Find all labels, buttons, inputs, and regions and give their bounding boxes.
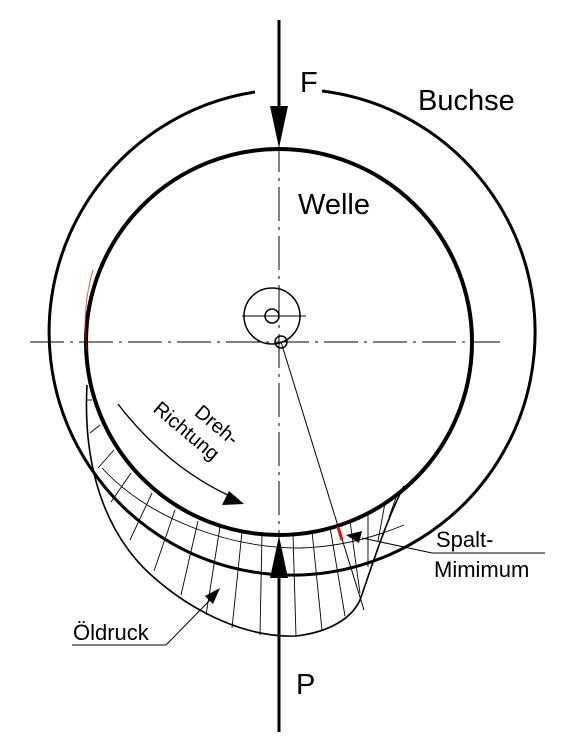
gap-label-line1: Spalt- bbox=[436, 527, 493, 552]
oil-pressure-hatching bbox=[87, 399, 399, 637]
shaft-red-edge bbox=[84, 269, 94, 351]
rotation-arrow-path bbox=[117, 403, 233, 498]
rotation-arrow-head bbox=[222, 491, 244, 505]
gap-leader-line bbox=[361, 537, 433, 554]
gap-label-line2: Mimimum bbox=[434, 557, 529, 582]
oil-pressure-curve bbox=[85, 384, 405, 637]
bushing-label: Buchse bbox=[418, 85, 515, 117]
oil-pressure-label: Öldruck bbox=[73, 620, 150, 645]
oil-leader-line bbox=[165, 597, 213, 646]
force-f-arrow-head bbox=[270, 106, 288, 148]
eccentric-center-mark bbox=[274, 335, 288, 349]
force-top-label: F bbox=[300, 67, 318, 99]
oil-leader-arrow-head bbox=[205, 588, 220, 604]
bushing-circle bbox=[47, 89, 537, 577]
gap-direction-line bbox=[280, 341, 365, 611]
center-lines bbox=[30, 138, 500, 540]
force-p-arrow-head bbox=[270, 536, 288, 578]
gap-leader-arrow-head bbox=[346, 531, 362, 543]
shaft-label: Welle bbox=[298, 189, 370, 221]
shaft-center-mark bbox=[264, 308, 280, 324]
force-bottom-label: P bbox=[296, 669, 315, 701]
rotation-label: Dreh- Richtung bbox=[149, 398, 243, 466]
bearing-center-ring bbox=[243, 287, 301, 345]
gap-minimum-mark bbox=[336, 526, 344, 541]
